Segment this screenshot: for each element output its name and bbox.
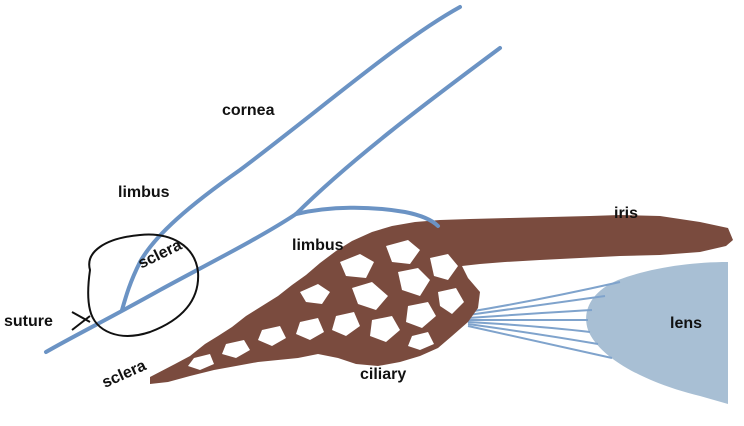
label-limbus-inner: limbus [292,237,344,254]
membrane-lines [44,5,502,354]
cornea-inner-line [44,46,502,354]
label-lens: lens [670,315,703,332]
label-suture: suture [4,313,53,330]
suture-region-circle [87,233,200,337]
label-ciliary: ciliary [360,366,407,383]
label-iris: iris [614,205,639,222]
ciliary-holes [188,240,464,370]
limbus-junction-line [294,205,440,228]
label-cornea: cornea [222,102,275,119]
cornea-outer-line [120,5,462,312]
lens-shape [586,262,728,404]
label-limbus-outer: limbus [118,184,170,201]
zonule-fibers [467,281,621,359]
suture-mark [71,311,91,331]
